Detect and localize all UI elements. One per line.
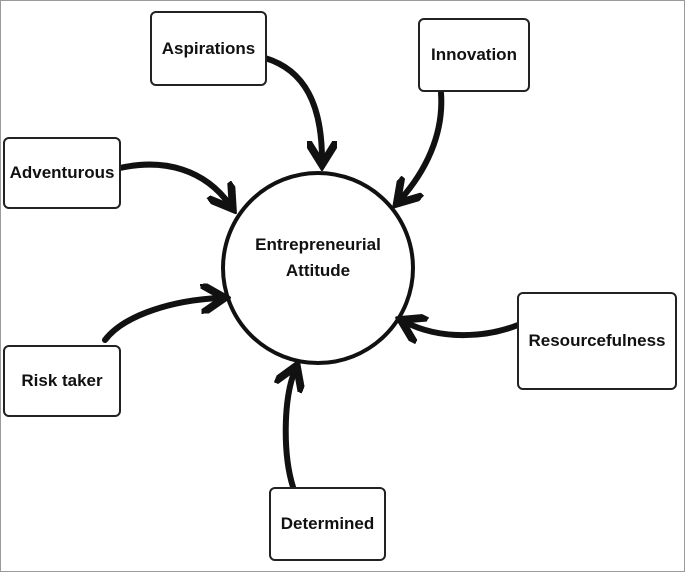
node-resourcefulness-label: Resourcefulness — [528, 331, 666, 350]
node-risk-taker: Risk taker — [3, 345, 121, 417]
arrow-determined — [286, 370, 295, 490]
node-adventurous-label: Adventurous — [9, 163, 115, 182]
center-label-line1: Entrepreneurial — [255, 235, 381, 254]
node-determined-label: Determined — [280, 514, 375, 533]
node-risk-taker-label: Risk taker — [21, 371, 103, 390]
node-aspirations: Aspirations — [150, 11, 267, 86]
node-innovation: Innovation — [418, 18, 530, 92]
node-determined: Determined — [269, 487, 386, 561]
center-label: Entrepreneurial Attitude — [238, 232, 398, 284]
node-adventurous: Adventurous — [3, 137, 121, 209]
arrow-innovation — [400, 90, 445, 200]
node-aspirations-label: Aspirations — [161, 38, 256, 58]
node-resourcefulness: Resourcefulness — [517, 292, 677, 390]
entrepreneurial-attitude-circle: Entrepreneurial Attitude — [221, 171, 415, 365]
center-label-line2: Attitude — [285, 261, 351, 280]
arrow-aspirations — [262, 55, 322, 160]
node-innovation-label: Innovation — [431, 45, 517, 64]
arrow-adventurous — [117, 161, 230, 205]
arrow-risk-taker — [102, 298, 220, 343]
arrow-resourcefulness — [405, 322, 521, 335]
